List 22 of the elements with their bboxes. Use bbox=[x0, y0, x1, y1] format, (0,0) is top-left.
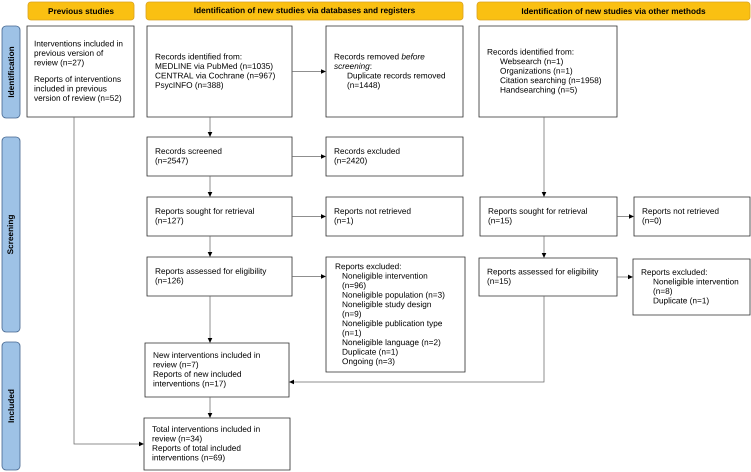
flow-box: Records excluded (n=2420) bbox=[326, 136, 464, 176]
flow-box: Reports not retrieved (n=1) bbox=[326, 196, 464, 236]
column-header: Identification of new studies via other methods bbox=[476, 2, 750, 20]
flow-box: Records identified from: Websearch (n=1) Organizations (n=1) Citation searching (n=1958) Handsearching (n=5) bbox=[478, 26, 618, 118]
flow-box: Reports sought for retrieval (n=127) bbox=[146, 196, 292, 236]
flow-box: Records screened (n=2547) bbox=[146, 136, 292, 176]
flow-box: Reports excluded: Noneligible intervention (n=8) Duplicate (n=1) bbox=[632, 258, 750, 316]
stage-band: Identification bbox=[2, 26, 20, 118]
stage-band: Included bbox=[2, 342, 20, 470]
flow-box: Records identified from: MEDLINE via PubMed (n=1035) CENTRAL via Cochrane (n=967) PsycINFO (n=388) bbox=[146, 26, 292, 118]
flow-box: Interventions included in previous version of review (n=27) Reports of interventions included in previous version of review (n=52) bbox=[26, 26, 134, 118]
flow-box: Reports assessed for eligibility (n=15) bbox=[478, 258, 618, 296]
column-header: Previous studies bbox=[28, 2, 134, 20]
flow-box: Total interventions included in review (n=34) Reports of total included interventions (n=69) bbox=[144, 418, 290, 470]
column-header: Identification of new studies via databases and registers bbox=[146, 2, 464, 20]
flow-box: New interventions included in review (n=7) Reports of new included interventions (n=17) bbox=[144, 342, 290, 398]
flow-box: Reports sought for retrieval (n=15) bbox=[480, 196, 618, 236]
flow-box: Records removed before screening: Duplicate records removed (n=1448) bbox=[326, 26, 464, 118]
stage-band: Screening bbox=[2, 136, 20, 332]
flow-box: Reports excluded: Noneligible intervention (n=96) Noneligible population (n=3) Noneligible study design (n=9) Noneligible publication type (n=1) Noneligible language (n=2) Duplicate (n=1) Ongoing (n=3) bbox=[326, 256, 466, 372]
flow-box: Reports assessed for eligibility (n=126) bbox=[146, 256, 292, 296]
flow-box: Reports not retrieved (n=0) bbox=[634, 196, 750, 236]
